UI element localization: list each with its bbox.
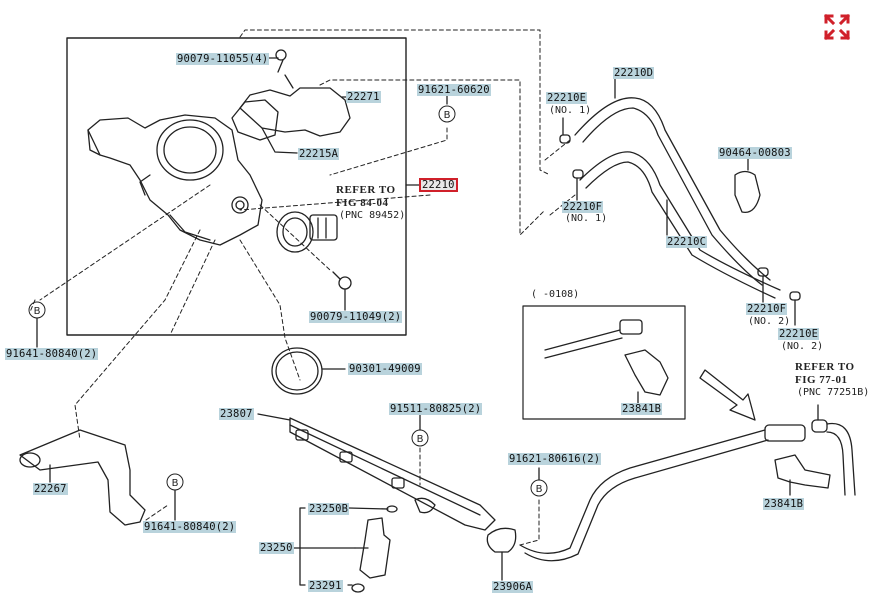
part-label[interactable]: 23291 — [308, 580, 343, 592]
refer-fig-84-line2: FIG 84-04 — [336, 197, 389, 209]
inset-range-note: ( -0108) — [531, 289, 580, 300]
part-label[interactable]: 90079-11055(4) — [176, 53, 270, 65]
direction-arrow — [699, 369, 756, 421]
callout-b-3 — [411, 429, 429, 447]
part-label[interactable]: 22210E — [778, 328, 820, 340]
callout-b-5 — [166, 473, 184, 491]
callout-b-text-3: B — [417, 434, 424, 445]
part-label[interactable]: 22210C — [666, 236, 708, 248]
throttle-position-sensor-illustration — [276, 211, 338, 253]
part-label[interactable]: 90079-11049(2) — [309, 311, 403, 323]
callout-b-2 — [28, 301, 46, 319]
part-label[interactable]: 23807 — [219, 408, 254, 420]
part-label[interactable]: 22215A — [298, 148, 340, 160]
part-label[interactable]: 22210E — [546, 92, 588, 104]
hose-routing-dashes — [29, 29, 576, 546]
fuel-injector-illustration — [291, 505, 398, 593]
fullscreen-expand-button[interactable] — [822, 12, 852, 42]
refer-fig-84-line3: (PNC 89452) — [339, 210, 406, 221]
part-label[interactable]: 91621-60620 — [417, 84, 491, 96]
part-label[interactable]: 23841B — [621, 403, 663, 415]
refer-fig-77-line2: FIG 77-01 — [795, 374, 848, 386]
throttle-body-assembly-frame — [66, 37, 407, 336]
idle-speed-control-valve-illustration — [231, 49, 351, 141]
callout-b-text-1: B — [444, 110, 451, 121]
refer-fig-84-line1: REFER TO — [336, 184, 396, 196]
callout-b-4 — [530, 479, 548, 497]
inset-clamp-illustration — [544, 319, 669, 406]
part-label[interactable]: 22210D — [613, 67, 655, 79]
part-label[interactable]: 91621-80616(2) — [508, 453, 602, 465]
part-label[interactable]: 91511-80825(2) — [389, 403, 483, 415]
fuel-delivery-pipe-illustration — [257, 413, 496, 531]
refer-fig-77-line3: (PNC 77251B) — [797, 387, 870, 398]
part-label[interactable]: 23906A — [492, 581, 534, 593]
note-no2: (NO. 2) — [781, 341, 824, 352]
fuel-line-illustration — [519, 404, 856, 562]
note-no1: (NO. 1) — [549, 105, 592, 116]
throttle-body-illustration — [87, 114, 263, 246]
part-label[interactable]: 90464-00803 — [718, 147, 792, 159]
refer-fig-77-line1: REFER TO — [795, 361, 855, 373]
callout-b-text-4: B — [536, 484, 543, 495]
part-label[interactable]: 22271 — [346, 91, 381, 103]
bracket-illustration — [19, 429, 184, 526]
vacuum-hoses-illustration — [559, 74, 801, 326]
inset-frame — [522, 305, 686, 420]
part-label[interactable]: 23841B — [763, 498, 805, 510]
note-no1: (NO. 1) — [565, 213, 608, 224]
part-label[interactable]: 91641-80840(2) — [5, 348, 99, 360]
bolt-illustration — [332, 271, 352, 311]
part-label[interactable]: 91641-80840(2) — [143, 521, 237, 533]
callout-b-1 — [438, 105, 456, 123]
o-ring-illustration — [271, 347, 323, 395]
part-label[interactable]: 22267 — [33, 483, 68, 495]
fullscreen-expand-icon — [823, 13, 851, 41]
part-label[interactable]: 23250 — [259, 542, 294, 554]
part-label[interactable]: 22210F — [746, 303, 788, 315]
part-label[interactable]: 23250B — [308, 503, 350, 515]
part-label-selected[interactable]: 22210 — [419, 178, 458, 192]
callout-b-text-5: B — [172, 478, 179, 489]
callout-b-text-2: B — [34, 306, 41, 317]
note-no2: (NO. 2) — [748, 316, 791, 327]
part-label[interactable]: 90301-49009 — [348, 363, 422, 375]
part-label[interactable]: 22210F — [562, 201, 604, 213]
pressure-regulator-illustration — [486, 467, 548, 581]
